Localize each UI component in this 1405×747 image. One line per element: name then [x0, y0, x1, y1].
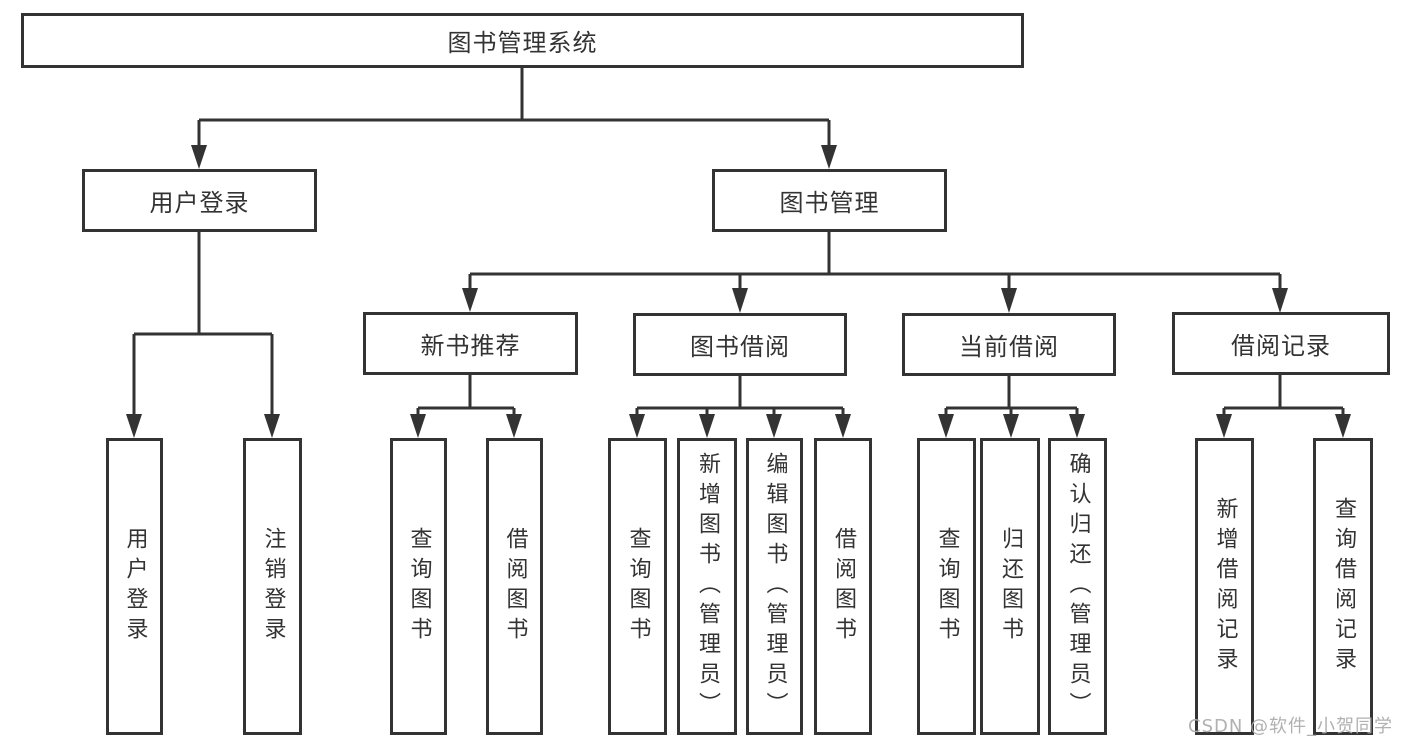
node-new-book-recommend: 新书推荐: [363, 312, 578, 375]
arrowheads: [126, 145, 1351, 438]
leaf-user-login: 用户登录: [106, 438, 163, 735]
leaf-edit-books-admin-label: 编辑图书（管理员）: [762, 451, 788, 722]
leaf-query-books-borrow: 查询图书: [608, 438, 667, 735]
leaf-query-borrow-record-label: 查询借阅记录: [1331, 496, 1356, 677]
leaf-borrow-books: 借阅图书: [814, 438, 872, 735]
leaf-return-books: 归还图书: [980, 438, 1040, 735]
leaf-query-books-recommend: 查询图书: [390, 438, 447, 735]
node-book-management-label: 图书管理: [779, 189, 880, 217]
leaf-user-login-label: 用户登录: [122, 526, 148, 647]
node-new-book-recommend-label: 新书推荐: [420, 332, 521, 360]
node-book-borrow: 图书借阅: [633, 313, 847, 376]
leaf-borrow-books-label: 借阅图书: [831, 526, 856, 647]
node-user-login-label: 用户登录: [149, 189, 250, 217]
leaf-add-borrow-record-label: 新增借阅记录: [1212, 496, 1238, 677]
leaf-add-books-admin: 新增图书（管理员）: [677, 438, 737, 735]
node-borrow-record: 借阅记录: [1172, 312, 1390, 375]
node-current-borrow-label: 当前借阅: [959, 333, 1059, 361]
node-borrow-record-label: 借阅记录: [1231, 332, 1331, 360]
node-root-label: 图书管理系统: [447, 29, 598, 57]
leaf-query-books-current-label: 查询图书: [934, 526, 960, 647]
leaf-logout-label: 注销登录: [260, 526, 286, 647]
leaf-return-books-label: 归还图书: [998, 526, 1023, 647]
leaf-add-books-admin-label: 新增图书（管理员）: [695, 451, 720, 722]
leaf-query-borrow-record: 查询借阅记录: [1313, 438, 1373, 735]
leaf-query-books-recommend-label: 查询图书: [406, 526, 432, 647]
leaf-add-borrow-record: 新增借阅记录: [1195, 438, 1254, 735]
leaf-query-books-borrow-label: 查询图书: [625, 526, 651, 647]
node-root: 图书管理系统: [21, 13, 1024, 68]
leaf-borrow-books-recommend: 借阅图书: [486, 438, 543, 735]
node-user-login: 用户登录: [82, 169, 317, 232]
watermark: CSDN @软件_小贺同学: [1188, 716, 1394, 737]
node-current-borrow: 当前借阅: [902, 313, 1116, 376]
leaf-query-books-current: 查询图书: [917, 438, 976, 735]
leaf-edit-books-admin: 编辑图书（管理员）: [746, 438, 803, 735]
leaf-borrow-books-recommend-label: 借阅图书: [502, 526, 528, 647]
leaf-logout: 注销登录: [243, 438, 302, 735]
node-book-management: 图书管理: [712, 169, 947, 232]
leaf-confirm-return-admin-label: 确认归还（管理员）: [1065, 451, 1091, 722]
leaf-confirm-return-admin: 确认归还（管理员）: [1048, 438, 1107, 735]
node-book-borrow-label: 图书借阅: [690, 333, 790, 361]
